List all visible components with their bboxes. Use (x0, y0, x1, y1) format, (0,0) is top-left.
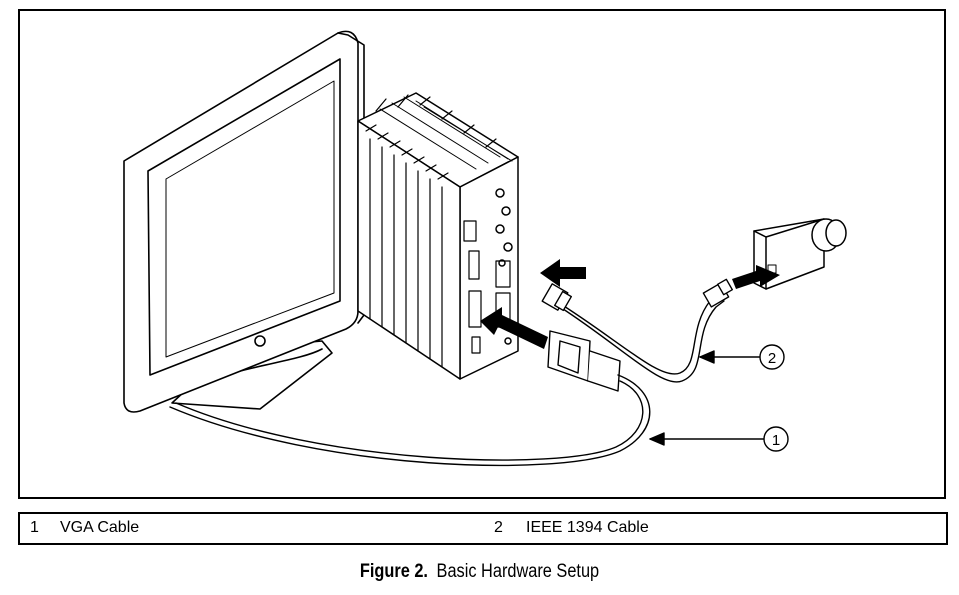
figure-number: Figure 2. (359, 561, 428, 582)
controller-unit-illustration (357, 92, 519, 380)
figure-frame: 2 1 (18, 9, 946, 499)
vga-cable-illustration (169, 330, 651, 467)
legend-number-2: 2 (494, 519, 503, 536)
callout-legend-table: 1 VGA Cable 2 IEEE 1394 Cable (18, 512, 948, 545)
callout-leaders (649, 344, 789, 452)
connection-arrows (480, 259, 780, 349)
legend-label-vga-cable: VGA Cable (60, 519, 140, 536)
ieee1394-cable-illustration (541, 278, 734, 383)
legend-number-1: 1 (30, 519, 39, 536)
monitor-illustration (123, 30, 365, 413)
callout-2-number: 2 (768, 350, 776, 367)
camera-illustration (753, 218, 847, 290)
figure-title: Basic Hardware Setup (436, 561, 600, 582)
figure-caption: Figure 2. Basic Hardware Setup (67, 561, 892, 583)
callout-1-number: 1 (772, 432, 780, 449)
legend-label-ieee1394-cable: IEEE 1394 Cable (526, 519, 649, 536)
